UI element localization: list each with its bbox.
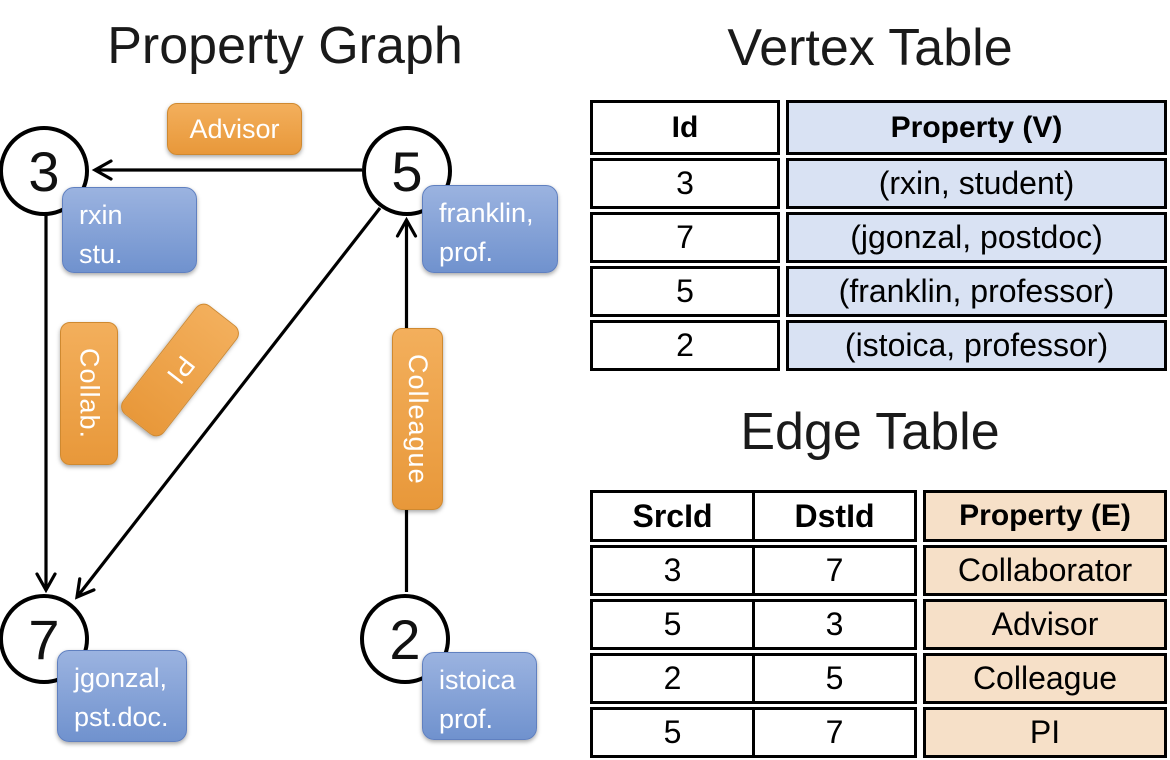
property-graph-title: Property Graph <box>107 17 463 75</box>
vertex-table-title: Vertex Table <box>727 19 1013 77</box>
vertex-id-label: 2 <box>389 607 421 671</box>
edge-table: SrcId DstId Property (E) 3 7 Collaborato… <box>590 490 1167 760</box>
edge-table-row: 5 7 PI <box>590 707 1167 758</box>
col-header-srcid: SrcId <box>632 497 713 534</box>
edge-label-advisor: Advisor <box>167 103 302 155</box>
srcdst-group: 3 7 <box>590 545 917 596</box>
property-cell: Advisor <box>923 599 1167 650</box>
vertex-node-5: 5 <box>362 126 452 216</box>
property-line: franklin, <box>439 198 534 228</box>
property-line: prof. <box>439 237 494 268</box>
edge-label-text: Colleague <box>403 353 433 485</box>
vertex-table-row: 7 (jgonzal, postdoc) <box>590 212 1167 263</box>
vertex-table-row: 2 (istoica, professor) <box>590 320 1167 371</box>
edge-table-row: 5 3 Advisor <box>590 599 1167 650</box>
property-cell: PI <box>923 707 1167 758</box>
id-cell: 5 <box>590 266 780 317</box>
srcdst-header-group: SrcId DstId <box>590 490 917 542</box>
edge-pi-5-to-7 <box>74 207 382 600</box>
srcid-cell: 5 <box>663 606 682 642</box>
id-cell: 3 <box>590 158 780 209</box>
col-header-id: Id <box>590 100 780 155</box>
vertex-property-box-7: jgonzal, pst.doc. <box>57 650 187 742</box>
vertex-property-box-2: istoica prof. <box>422 652 537 740</box>
srcdst-group: 5 7 <box>590 707 917 758</box>
edge-table-row: 2 5 Colleague <box>590 653 1167 704</box>
vertex-id-label: 7 <box>28 607 60 671</box>
vertex-table-row: 3 (rxin, student) <box>590 158 1167 209</box>
vertex-property-box-5: franklin, prof. <box>422 185 558 273</box>
edge-table-row: 3 7 Collaborator <box>590 545 1167 596</box>
property-cell: (rxin, student) <box>786 158 1167 209</box>
vertex-id-label: 3 <box>28 139 60 203</box>
col-header-property-e: Property (E) <box>923 490 1167 542</box>
id-cell: 7 <box>590 212 780 263</box>
vertex-table-row: 5 (franklin, professor) <box>590 266 1167 317</box>
property-cell: (istoica, professor) <box>786 320 1167 371</box>
property-line: stu. <box>79 239 123 270</box>
property-cell: Colleague <box>923 653 1167 704</box>
dstid-cell: 7 <box>752 548 914 593</box>
edge-label-text: PI <box>160 350 201 391</box>
dstid-cell: 5 <box>752 656 914 701</box>
property-line: pst.doc. <box>74 702 169 733</box>
edge-label-colleague: Colleague <box>392 328 443 510</box>
srcid-cell: 2 <box>663 660 682 696</box>
edge-label-text: Collab. <box>74 347 105 440</box>
dstid-cell: 7 <box>752 710 914 755</box>
property-line: prof. <box>439 704 494 735</box>
id-cell: 2 <box>590 320 780 371</box>
vertex-table: Id Property (V) 3 (rxin, student) 7 (jgo… <box>590 100 1167 374</box>
edge-table-header-row: SrcId DstId Property (E) <box>590 490 1167 542</box>
edge-label-collab: Collab. <box>60 322 118 465</box>
col-header-dstid: DstId <box>752 493 914 539</box>
srcid-cell: 5 <box>663 714 682 750</box>
property-line: istoica <box>439 665 516 695</box>
property-line: jgonzal, <box>74 663 168 693</box>
edge-label-text: Advisor <box>189 113 280 144</box>
vertex-id-label: 5 <box>391 139 423 203</box>
srcdst-group: 2 5 <box>590 653 917 704</box>
vertex-property-box-3: rxin stu. <box>62 187 197 273</box>
property-cell: (franklin, professor) <box>786 266 1167 317</box>
srcid-cell: 3 <box>663 552 682 588</box>
vertex-table-header-row: Id Property (V) <box>590 100 1167 155</box>
property-cell: Collaborator <box>923 545 1167 596</box>
edge-table-title: Edge Table <box>740 403 1000 461</box>
property-line: rxin <box>79 200 123 230</box>
property-cell: (jgonzal, postdoc) <box>786 212 1167 263</box>
vertex-node-2: 2 <box>360 594 450 684</box>
srcdst-group: 5 3 <box>590 599 917 650</box>
col-header-property-v: Property (V) <box>786 100 1167 155</box>
dstid-cell: 3 <box>752 602 914 647</box>
